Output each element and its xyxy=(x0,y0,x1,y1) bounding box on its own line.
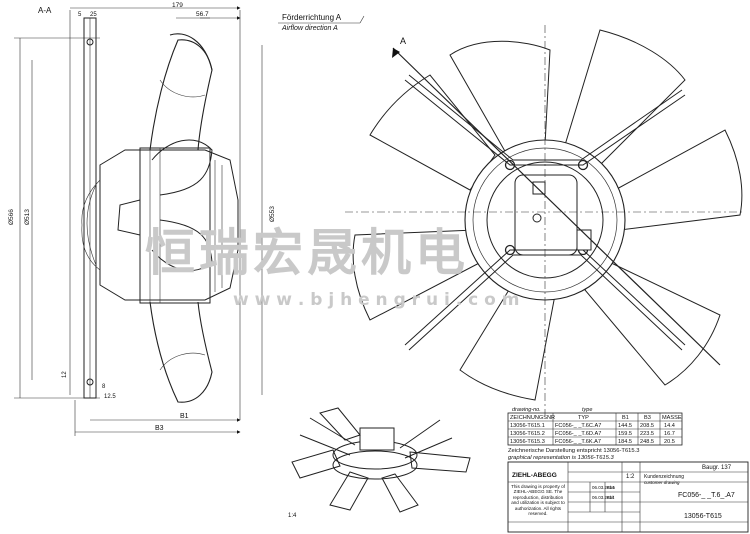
table-note-en: graphical representation is 13056-T615.3 xyxy=(508,455,614,461)
title-block: ZIEHL-ABEGG 1:2 Baugr. 137 Kundenzeichnu… xyxy=(507,461,749,533)
th-b3: B3 xyxy=(644,415,651,421)
table-cell: FC056-_ _T.6D.A7 xyxy=(555,431,601,437)
front-view xyxy=(345,25,745,415)
type-table: drawing-no. type ZEICHNUNGSNR TYP B1 B3 … xyxy=(507,407,683,461)
th-typ: TYP xyxy=(578,415,589,421)
table-note-de: Zeichnerische Darstellung entspricht 130… xyxy=(508,448,639,454)
table-caption-type: type xyxy=(582,407,592,413)
watermark: 恒瑞宏晟机电 w w w . b j h e n g r u i . c o m xyxy=(145,224,519,310)
watermark-url: w w w . b j h e n g r u i . c o m xyxy=(233,290,519,310)
table-cell: 13056-T615.3 xyxy=(510,439,545,445)
th-zeichnungsnr: ZEICHNUNGSNR xyxy=(510,415,555,421)
table-cell: 248.5 xyxy=(640,439,654,445)
drawing-kind-en: customer drawing xyxy=(644,480,680,485)
dim-12: 12 xyxy=(62,371,68,378)
dim-b3: B3 xyxy=(155,425,164,432)
type-code: FC056-_ _T.6_.A7 xyxy=(678,492,735,499)
date-2: 06.03.2014 xyxy=(592,495,615,500)
dim-d513: Ø513 xyxy=(24,209,31,225)
iso-scale: 1:4 xyxy=(288,513,297,519)
rights-notice: This drawing is property of ZIEHL-ABEGG … xyxy=(511,484,565,517)
table-cell: 14.4 xyxy=(664,423,675,429)
dim-25: 25 xyxy=(90,12,97,18)
scale-value: 1:2 xyxy=(626,474,635,480)
th-masse: MASSE xyxy=(662,415,682,421)
table-cell: 20.5 xyxy=(664,439,675,445)
dim-12-5: 12.5 xyxy=(104,394,116,400)
name-2: Kirl xyxy=(607,495,614,500)
table-cell: FC056-_ _T.6K.A7 xyxy=(555,439,601,445)
baugr: Baugr. 137 xyxy=(702,465,732,471)
table-cell: 16.7 xyxy=(664,431,675,437)
drawing-number: 13056-T615 xyxy=(684,513,722,520)
table-cell: 184.5 xyxy=(618,439,632,445)
table-cell: 208.5 xyxy=(640,423,654,429)
section-arrow: A xyxy=(392,36,721,366)
airflow-de: Förderrichtung A xyxy=(282,13,342,22)
dim-d566: Ø566 xyxy=(8,209,15,225)
dim-5: 5 xyxy=(78,12,82,18)
section-label: A-A xyxy=(38,6,52,15)
th-b1: B1 xyxy=(622,415,629,421)
company-logo-text: ZIEHL-ABEGG xyxy=(512,472,557,479)
dim-179: 179 xyxy=(172,2,183,9)
table-cell: 13056-T615.2 xyxy=(510,431,545,437)
side-view: A-A 179 56.7 5 25 Ø566 Ø513 Ø553 xyxy=(8,2,276,436)
table-cell: 144.5 xyxy=(618,423,632,429)
dim-8: 8 xyxy=(102,384,106,390)
table-cell: 13056-T615.1 xyxy=(510,423,545,429)
dim-d553: Ø553 xyxy=(269,206,276,222)
table-cell: FC056-_ _T.6C.A7 xyxy=(555,423,601,429)
watermark-cn: 恒瑞宏晟机电 xyxy=(145,224,469,282)
airflow-en: Airflow direction A xyxy=(281,25,338,32)
airflow-note: Förderrichtung A Airflow direction A xyxy=(278,13,365,32)
name-1: Kirn xyxy=(607,485,615,490)
date-1: 06.03.2014 xyxy=(592,485,615,490)
drawing-kind: Kundenzeichnung xyxy=(644,474,684,480)
dim-56-7: 56.7 xyxy=(196,11,209,18)
table-cell: 159.5 xyxy=(618,431,632,437)
dim-b1: B1 xyxy=(180,413,189,420)
table-cell: 223.5 xyxy=(640,431,654,437)
table-caption-drawing: drawing-no. xyxy=(512,407,541,413)
section-arrow-label: A xyxy=(400,36,406,46)
iso-view: 1:4 xyxy=(288,407,471,519)
